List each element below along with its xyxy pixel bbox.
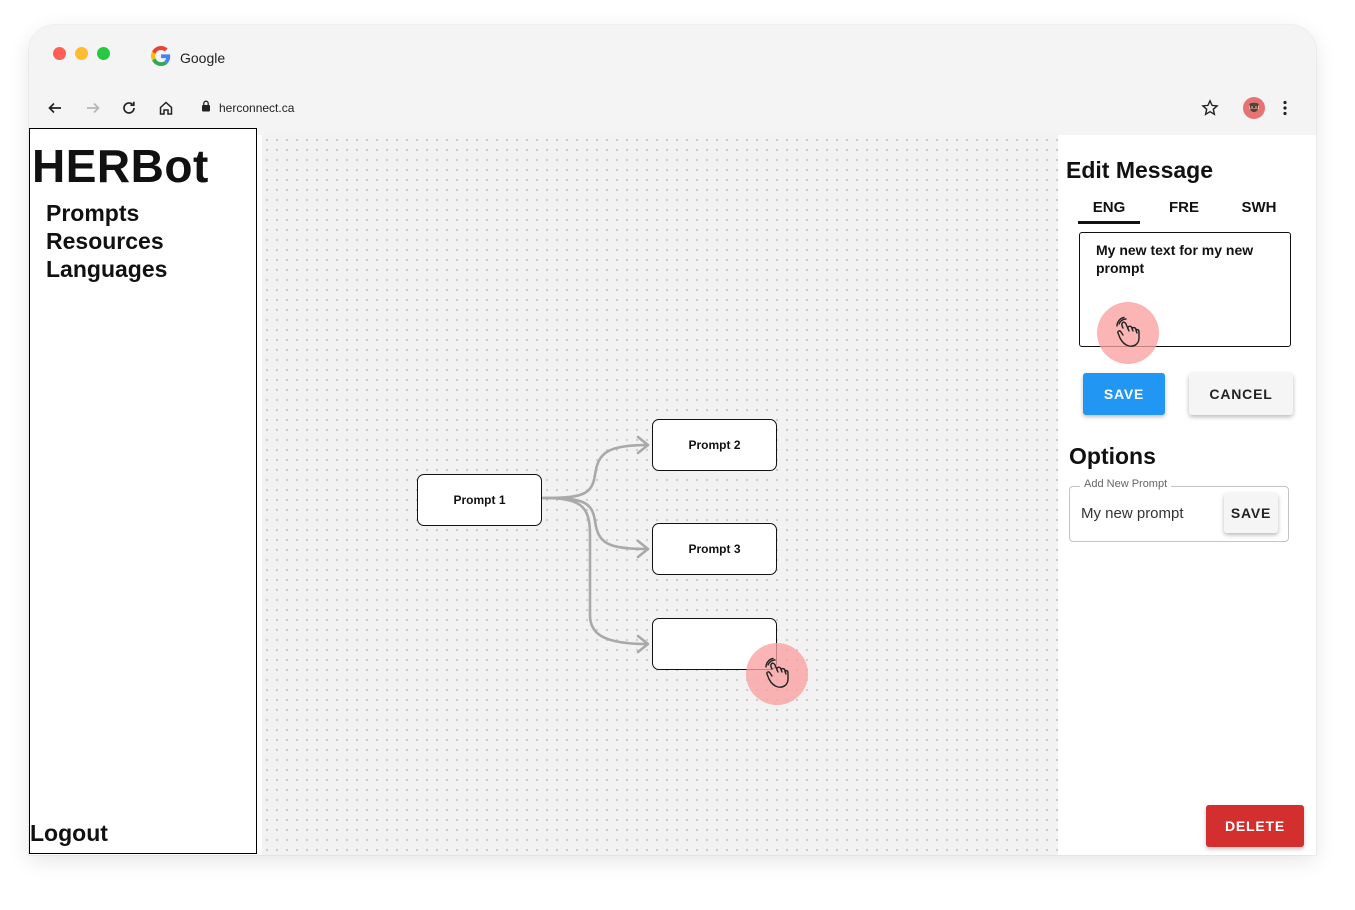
cancel-button[interactable]: CANCEL [1189, 373, 1293, 415]
lock-icon [201, 99, 211, 117]
tap-hand-icon [1116, 316, 1140, 347]
sidebar: HERBot Prompts Resources Languages Logou… [29, 128, 257, 854]
add-new-prompt-field: Add New Prompt SAVE [1069, 478, 1289, 542]
browser-window: Google herconnect.ca [29, 25, 1316, 855]
address-bar[interactable]: herconnect.ca [201, 97, 294, 119]
tab-swh[interactable]: SWH [1241, 199, 1277, 216]
brand-title: HERBot [32, 140, 209, 192]
prompt-node-3[interactable]: Prompt 3 [652, 523, 777, 575]
avatar[interactable] [1242, 96, 1266, 120]
tap-hand-icon [765, 657, 789, 688]
reload-icon[interactable] [117, 96, 141, 120]
maximize-window-dot[interactable] [97, 47, 110, 60]
tap-indicator [1097, 302, 1159, 364]
language-tabs: ENG FRE SWH [1078, 197, 1303, 224]
star-icon[interactable] [1198, 96, 1222, 120]
tab-eng[interactable]: ENG [1078, 197, 1140, 224]
sidebar-item-prompts[interactable]: Prompts [46, 200, 140, 226]
add-new-prompt-input[interactable] [1081, 505, 1216, 522]
more-vert-icon[interactable] [1273, 96, 1297, 120]
sidebar-item-resources[interactable]: Resources [46, 228, 164, 254]
save-message-button[interactable]: SAVE [1083, 373, 1165, 415]
page-viewport: HERBot Prompts Resources Languages Logou… [29, 128, 1316, 855]
browser-toolbar: herconnect.ca [29, 89, 1316, 127]
add-new-prompt-label: Add New Prompt [1080, 478, 1172, 490]
tab-title: Google [180, 50, 226, 66]
options-title: Options [1069, 443, 1156, 469]
prompt-node-1[interactable]: Prompt 1 [417, 474, 542, 526]
sidebar-item-languages[interactable]: Languages [46, 256, 168, 282]
tap-indicator [746, 643, 808, 705]
minimize-window-dot[interactable] [75, 47, 88, 60]
back-arrow-icon[interactable] [43, 96, 67, 120]
delete-button[interactable]: DELETE [1206, 805, 1304, 847]
edit-panel: Edit Message ENG FRE SWH My new text for… [1058, 135, 1316, 855]
sidebar-nav: Prompts Resources Languages [46, 199, 167, 283]
flow-canvas[interactable]: Prompt 1 Prompt 2 Prompt 3 [262, 135, 1058, 855]
home-icon[interactable] [154, 96, 178, 120]
edge-prompt1-prompt3 [541, 496, 649, 551]
close-window-dot[interactable] [53, 47, 66, 60]
logout-link[interactable]: Logout [30, 820, 108, 846]
edge-prompt1-prompt2 [541, 443, 649, 500]
google-icon [151, 45, 171, 71]
prompt-node-2[interactable]: Prompt 2 [652, 419, 777, 471]
tab-fre[interactable]: FRE [1169, 199, 1199, 216]
forward-arrow-icon[interactable] [81, 96, 105, 120]
flow-edges [541, 435, 650, 654]
url-text: herconnect.ca [219, 101, 295, 115]
edge-prompt1-prompt4 [541, 496, 649, 646]
edit-message-title: Edit Message [1066, 157, 1213, 183]
add-prompt-save-button[interactable]: SAVE [1224, 493, 1278, 533]
browser-tab[interactable]: Google [151, 45, 226, 71]
